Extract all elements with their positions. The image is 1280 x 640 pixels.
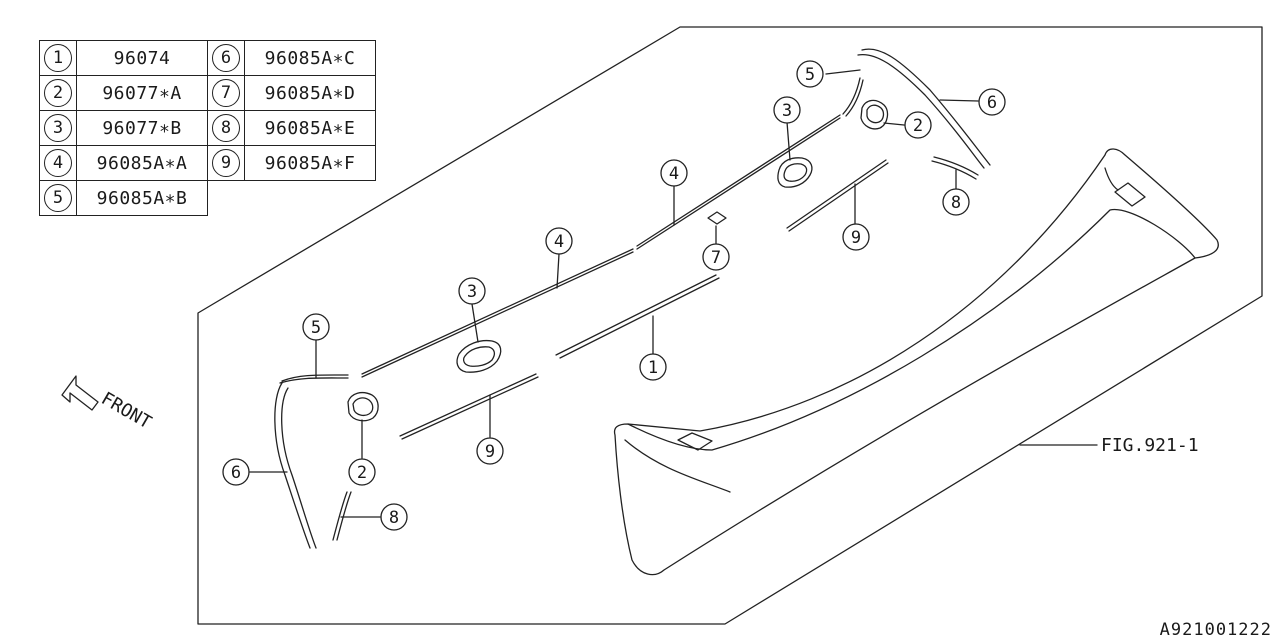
legend-num: 6 xyxy=(212,44,240,72)
diagram-code: A921001222 xyxy=(1159,620,1272,640)
callout-circle xyxy=(942,188,970,216)
part-8-right xyxy=(931,156,979,180)
part-3-left xyxy=(456,339,502,373)
callout-label: 3 xyxy=(467,282,477,302)
callout-label: 8 xyxy=(389,508,399,528)
parts-legend: 1 96074 6 96085A∗C 2 96077∗A 7 96085A∗D … xyxy=(39,40,376,216)
callout-circle xyxy=(842,223,870,251)
part-9-left xyxy=(399,373,539,440)
legend-num: 9 xyxy=(212,149,240,177)
part-4-upper xyxy=(636,114,841,250)
callout-label: 6 xyxy=(231,463,241,483)
callout-circle xyxy=(773,96,801,124)
callout-label: 9 xyxy=(851,228,861,248)
diagram-frame xyxy=(197,26,1263,625)
fig-ref-label: FIG.921-1 xyxy=(1101,435,1199,456)
legend-part: 96085A∗D xyxy=(244,75,376,111)
callout-circle xyxy=(702,243,730,271)
callout-label: 5 xyxy=(311,318,321,338)
part-4-lower xyxy=(361,248,634,378)
part-2-left xyxy=(347,391,379,422)
part-6-right xyxy=(857,48,991,169)
legend-num: 2 xyxy=(44,79,72,107)
callout-label: 6 xyxy=(987,93,997,113)
callout-label: 4 xyxy=(669,164,679,184)
legend-num: 1 xyxy=(44,44,72,72)
callout-circle xyxy=(476,437,504,465)
legend-num: 4 xyxy=(44,149,72,177)
leader-lines xyxy=(249,69,979,518)
callout-circle xyxy=(978,88,1006,116)
callout-circle xyxy=(545,227,573,255)
roof-panel-outline xyxy=(613,148,1219,576)
callout-label: 3 xyxy=(782,101,792,121)
legend-part: 96085A∗A xyxy=(76,145,208,181)
part-5-left xyxy=(279,374,349,384)
legend-num: 5 xyxy=(44,184,72,212)
front-label: FRONT xyxy=(98,388,156,433)
callout-circle xyxy=(222,458,250,486)
callout-label: 4 xyxy=(554,232,564,252)
part-1 xyxy=(555,274,720,359)
part-9-right xyxy=(786,159,889,232)
legend-num: 3 xyxy=(44,114,72,142)
legend-num: 7 xyxy=(212,79,240,107)
callout-circle xyxy=(904,111,932,139)
callout-circle xyxy=(302,313,330,341)
callout-label: 7 xyxy=(711,248,721,268)
callout-label: 2 xyxy=(357,463,367,483)
legend-num: 8 xyxy=(212,114,240,142)
part-3-right xyxy=(777,157,813,188)
part-5-right xyxy=(842,77,864,117)
callout-circle xyxy=(639,353,667,381)
legend-part: 96077∗B xyxy=(76,110,208,146)
callout-label: 8 xyxy=(951,193,961,213)
legend-part: 96074 xyxy=(76,40,208,76)
callout-circle xyxy=(380,503,408,531)
part-7 xyxy=(707,211,727,225)
callout-circle xyxy=(458,277,486,305)
callout-circle xyxy=(796,60,824,88)
legend-part: 96085A∗F xyxy=(244,145,376,181)
callout-circle xyxy=(660,159,688,187)
legend-part: 96077∗A xyxy=(76,75,208,111)
callout-label: 5 xyxy=(805,65,815,85)
callout-label: 9 xyxy=(485,442,495,462)
legend-part: 96085A∗C xyxy=(244,40,376,76)
legend-part: 96085A∗E xyxy=(244,110,376,146)
part-8-left xyxy=(332,491,352,541)
callout-label: 2 xyxy=(913,116,923,136)
legend-part: 96085A∗B xyxy=(76,180,208,216)
callout-circle xyxy=(348,458,376,486)
front-arrow-icon xyxy=(61,375,99,411)
part-2-right xyxy=(860,99,889,130)
callout-label: 1 xyxy=(648,358,658,378)
part-6-left xyxy=(274,382,317,549)
